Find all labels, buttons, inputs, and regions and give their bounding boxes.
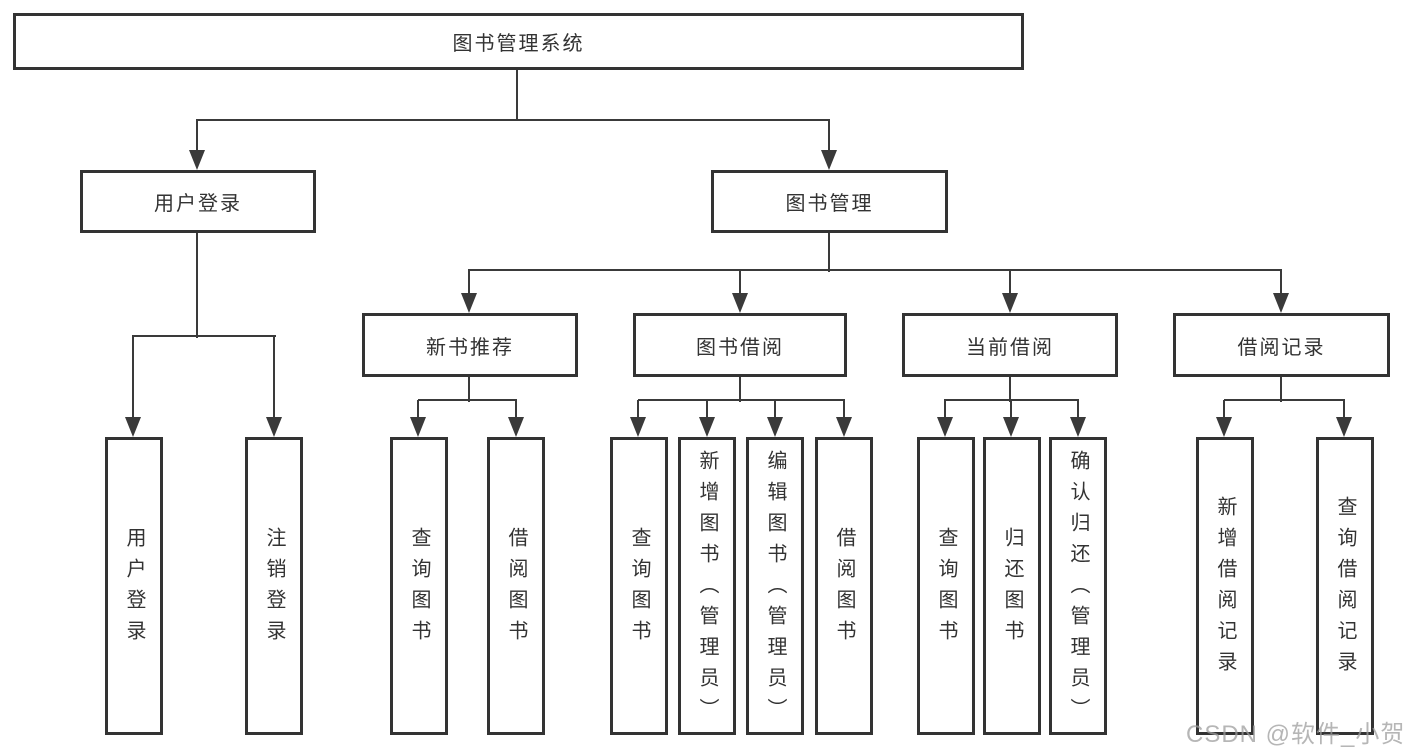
- arrow-down-icon: [699, 417, 715, 437]
- leaf-add-book-admin-label: 新增图书（管理员）: [696, 449, 718, 729]
- arrow-down-icon: [836, 417, 852, 437]
- node-book-management-label: 图书管理: [785, 193, 874, 215]
- connector-line: [1077, 400, 1079, 419]
- leaf-borrow-books-recommend-label: 借阅图书: [505, 527, 527, 651]
- arrow-down-icon: [732, 293, 748, 313]
- arrow-down-icon: [1003, 417, 1019, 437]
- connector-line: [1224, 399, 1345, 401]
- connector-line: [196, 233, 198, 338]
- node-book-borrowing-label: 图书借阅: [696, 336, 784, 359]
- leaf-edit-book-admin-label: 编辑图书（管理员）: [764, 449, 786, 729]
- arrow-down-icon: [821, 150, 837, 170]
- connector-line: [1009, 270, 1011, 295]
- node-book-management: 图书管理: [711, 170, 948, 233]
- node-new-book-recommend: 新书推荐: [362, 313, 578, 377]
- node-user-login-label: 用户登录: [154, 193, 242, 215]
- leaf-borrow-books-borrowing: 借阅图书: [815, 437, 873, 735]
- leaf-add-book-admin: 新增图书（管理员）: [678, 437, 736, 735]
- leaf-logout-label: 注销登录: [263, 527, 285, 651]
- connector-line: [1280, 270, 1282, 295]
- leaf-query-books-borrowing: 查询图书: [610, 437, 668, 735]
- connector-line: [468, 270, 470, 295]
- node-book-borrowing: 图书借阅: [633, 313, 847, 377]
- node-user-login: 用户登录: [80, 170, 316, 233]
- leaf-query-books-recommend: 查询图书: [390, 437, 448, 735]
- arrow-down-icon: [1336, 417, 1352, 437]
- arrow-down-icon: [508, 417, 524, 437]
- leaf-return-book-label: 归还图书: [1001, 527, 1023, 651]
- connector-line: [1280, 377, 1282, 402]
- connector-line: [132, 336, 134, 419]
- leaf-query-books-borrowing-label: 查询图书: [628, 527, 650, 651]
- leaf-add-borrow-record-label: 新增借阅记录: [1214, 496, 1236, 682]
- connector-line: [828, 120, 830, 152]
- arrow-down-icon: [1216, 417, 1232, 437]
- connector-line: [739, 270, 741, 295]
- leaf-edit-book-admin: 编辑图书（管理员）: [746, 437, 804, 735]
- arrow-down-icon: [410, 417, 426, 437]
- arrow-down-icon: [1070, 417, 1086, 437]
- connector-line: [196, 120, 198, 152]
- leaf-user-login: 用户登录: [105, 437, 163, 735]
- connector-line: [843, 400, 845, 419]
- leaf-return-book: 归还图书: [983, 437, 1041, 735]
- leaf-logout: 注销登录: [245, 437, 303, 735]
- connector-line: [132, 335, 276, 337]
- connector-line: [1343, 400, 1345, 419]
- leaf-query-borrow-record: 查询借阅记录: [1316, 437, 1374, 735]
- connector-line: [1009, 377, 1011, 402]
- root-node-library-system: 图书管理系统: [13, 13, 1024, 70]
- connector-line: [774, 400, 776, 419]
- connector-line: [706, 400, 708, 419]
- connector-line: [468, 269, 1282, 271]
- leaf-user-login-label: 用户登录: [123, 527, 145, 651]
- leaf-query-borrow-record-label: 查询借阅记录: [1334, 496, 1356, 682]
- arrow-down-icon: [937, 417, 953, 437]
- root-node-label: 图书管理系统: [452, 33, 585, 55]
- connector-line: [417, 400, 419, 419]
- connector-line: [515, 400, 517, 419]
- leaf-query-books-current: 查询图书: [917, 437, 975, 735]
- connector-line: [638, 399, 845, 401]
- arrow-down-icon: [767, 417, 783, 437]
- connector-line: [739, 377, 741, 402]
- arrow-down-icon: [266, 417, 282, 437]
- arrow-down-icon: [125, 417, 141, 437]
- connector-line: [1010, 400, 1012, 419]
- connector-line: [196, 119, 830, 121]
- node-borrow-records-label: 借阅记录: [1237, 336, 1326, 359]
- arrow-down-icon: [1002, 293, 1018, 313]
- arrow-down-icon: [189, 150, 205, 170]
- arrow-down-icon: [461, 293, 477, 313]
- leaf-borrow-books-recommend: 借阅图书: [487, 437, 545, 735]
- arrow-down-icon: [1273, 293, 1289, 313]
- connector-line: [637, 400, 639, 419]
- connector-line: [468, 377, 470, 402]
- leaf-add-borrow-record: 新增借阅记录: [1196, 437, 1254, 735]
- connector-line: [516, 70, 518, 121]
- connector-line: [273, 336, 275, 419]
- leaf-query-books-current-label: 查询图书: [935, 527, 957, 651]
- connector-line: [828, 233, 830, 272]
- leaf-query-books-recommend-label: 查询图书: [408, 527, 430, 651]
- arrow-down-icon: [630, 417, 646, 437]
- connector-line: [1223, 400, 1225, 419]
- csdn-watermark: CSDN @软件_小贺同学: [1186, 721, 1405, 747]
- leaf-confirm-return-admin: 确认归还（管理员）: [1049, 437, 1107, 735]
- node-current-borrowing-label: 当前借阅: [966, 336, 1054, 359]
- leaf-borrow-books-borrowing-label: 借阅图书: [833, 527, 855, 651]
- connector-line: [944, 400, 946, 419]
- node-new-book-recommend-label: 新书推荐: [426, 336, 514, 359]
- node-current-borrowing: 当前借阅: [902, 313, 1118, 377]
- connector-line: [418, 399, 517, 401]
- node-borrow-records: 借阅记录: [1173, 313, 1390, 377]
- leaf-confirm-return-admin-label: 确认归还（管理员）: [1067, 449, 1089, 729]
